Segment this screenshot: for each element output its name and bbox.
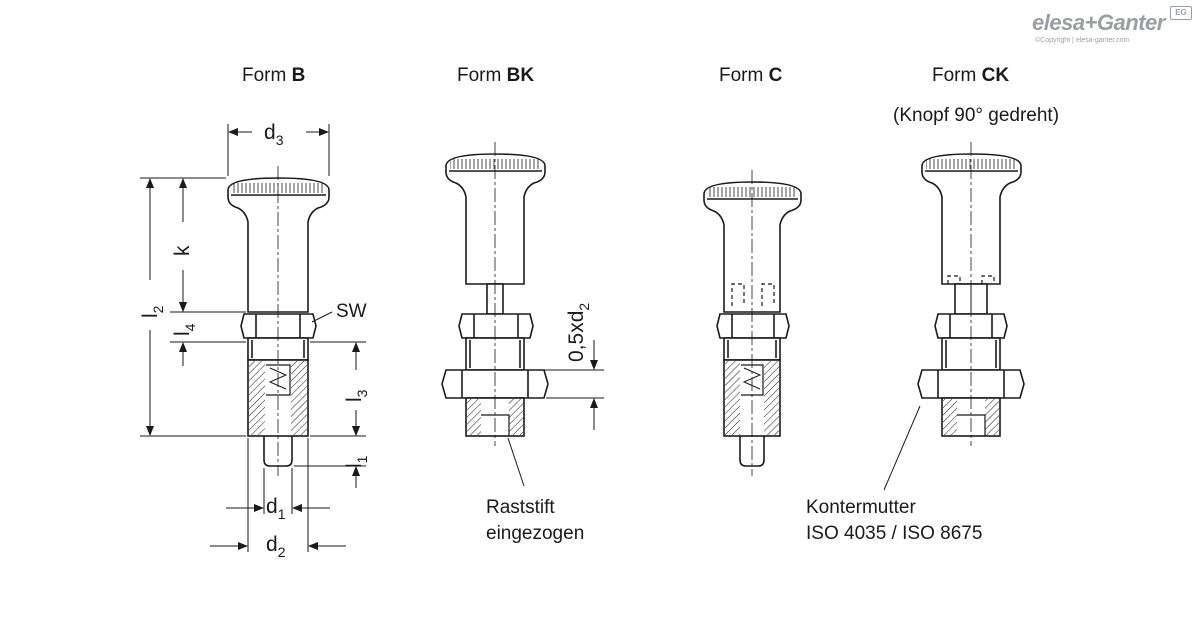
form-bk-title: Form BK [457,65,535,86]
dimension-lines [140,124,921,552]
logo-brand-text: elesa+Ganter [1032,10,1165,35]
dim-sw-label: SW [336,301,367,322]
dim-l4-label: l4 [171,323,198,336]
form-b-title: Form B [242,65,306,86]
dim-half-d2-label: 0,5xd2 [565,302,592,362]
form-c-part [703,170,802,476]
form-ck-note: (Knopf 90° gedreht) [893,105,1060,126]
dim-d1-label: d1 [266,495,286,522]
annotation-eingezogen: eingezogen [486,523,585,544]
annotation-kontermutter: Kontermutter [806,497,916,518]
form-bk-part [441,142,549,446]
elesa-ganter-logo: elesa+Ganter ©Copyright | elesa-ganter.c… [1032,6,1192,46]
dim-d2-label: d2 [266,533,286,560]
dim-l1-label: l1 [343,455,370,468]
dim-k-label: k [171,245,194,257]
logo-copyright: ©Copyright | elesa-ganter.com [1035,37,1130,44]
form-c-title: Form C [719,65,783,86]
dim-d3-label: d3 [264,121,284,148]
form-b-part [227,166,330,476]
dim-l3-label: l3 [343,389,370,402]
form-ck-part [917,142,1025,446]
logo-badge: EG [1170,6,1192,20]
form-ck-title: Form CK [932,65,1010,86]
annotation-raststift: Raststift [486,497,555,518]
dim-l2-label: l2 [139,305,166,318]
annotation-iso-standards: ISO 4035 / ISO 8675 [806,523,983,544]
